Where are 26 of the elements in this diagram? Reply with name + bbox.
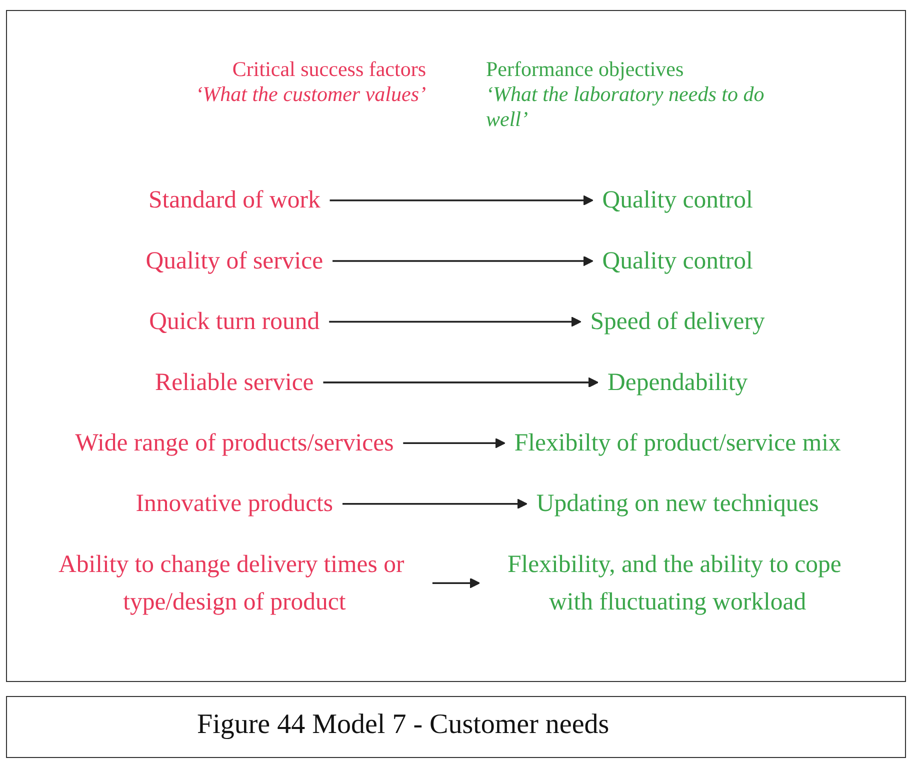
- node-text: Quality of service: [146, 246, 324, 274]
- arrow: [330, 195, 594, 206]
- arrow: [432, 578, 480, 588]
- node-text: Dependability: [607, 367, 748, 396]
- figure-caption: Figure 44 Model 7 - Customer needs: [197, 709, 610, 741]
- node-text: Standard of work: [148, 185, 320, 214]
- node-text: Quality control: [602, 246, 753, 274]
- node-text: Ability to change delivery times or type/design of product: [58, 550, 404, 615]
- node-text: Flexibilty of product/service mix: [514, 428, 841, 456]
- column-subheading: ‘What the laboratory needs to do well’: [486, 82, 766, 132]
- column-subheading: ‘What the customer values’: [196, 82, 426, 107]
- node-text: Quality control: [602, 185, 753, 214]
- column-heading: Critical success factors: [232, 57, 426, 82]
- column-heading: Performance objectives: [486, 57, 684, 82]
- arrow: [342, 498, 528, 510]
- node-text: Flexibility, and the ability to cope with fluctuating workload: [508, 550, 842, 615]
- node-text: Updating on new techniques: [536, 488, 819, 518]
- arrow: [332, 256, 594, 266]
- node-text: Reliable service: [155, 367, 314, 396]
- node-text: Innovative products: [136, 488, 334, 518]
- arrow: [403, 438, 506, 448]
- node-text: Speed of delivery: [590, 306, 765, 335]
- node-text: Wide range of products/services: [75, 428, 394, 456]
- node-text: Quick turn round: [149, 306, 320, 335]
- arrow: [329, 316, 582, 327]
- arrow: [323, 377, 598, 388]
